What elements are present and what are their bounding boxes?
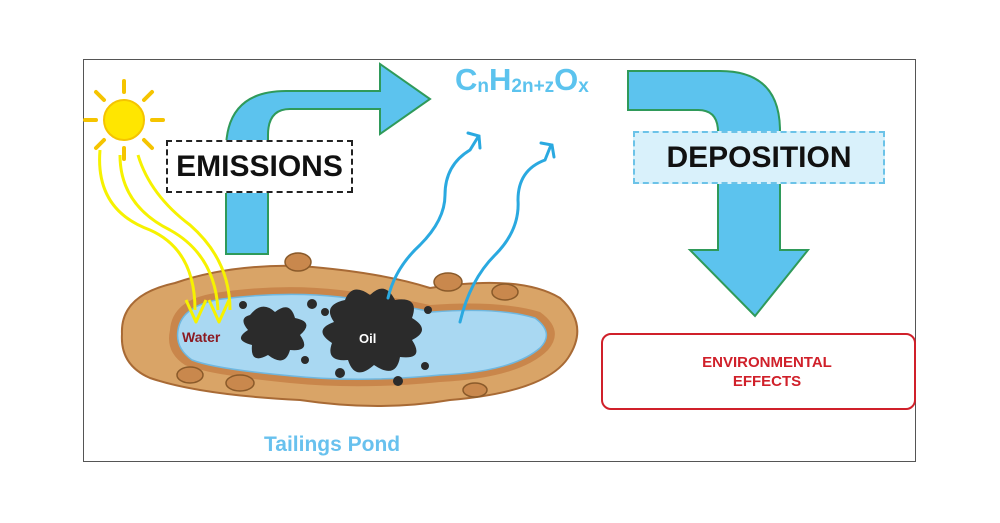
environmental-effects-box — [601, 333, 916, 410]
environmental-effects-line2: EFFECTS — [732, 373, 802, 390]
water-label: Water — [182, 329, 221, 345]
formula-h: H — [489, 62, 512, 97]
environmental-effects-line1: ENVIRONMENTAL — [702, 354, 832, 371]
formula-sub-x: x — [578, 76, 589, 97]
formula-c: C — [455, 62, 478, 97]
deposition-label: DEPOSITION — [633, 131, 885, 184]
oil-label: Oil — [359, 331, 377, 346]
deposition-arrow — [627, 70, 811, 318]
emissions-arrow — [225, 62, 432, 255]
emissions-label: EMISSIONS — [166, 140, 353, 193]
hydrocarbon-formula: CnH2n+zOx — [455, 62, 589, 98]
tailings-pond-label: Tailings Pond — [264, 433, 401, 456]
oil-blobs — [239, 288, 432, 386]
sunlight-paths — [98, 149, 232, 324]
sun-icon — [83, 79, 165, 161]
vapour-arrows — [386, 131, 556, 324]
formula-o: O — [554, 62, 579, 97]
environmental-effects-label: ENVIRONMENTAL EFFECTS — [694, 353, 840, 391]
formula-sub-n: n — [477, 76, 489, 97]
formula-sub-2nz: 2n+z — [511, 76, 555, 97]
